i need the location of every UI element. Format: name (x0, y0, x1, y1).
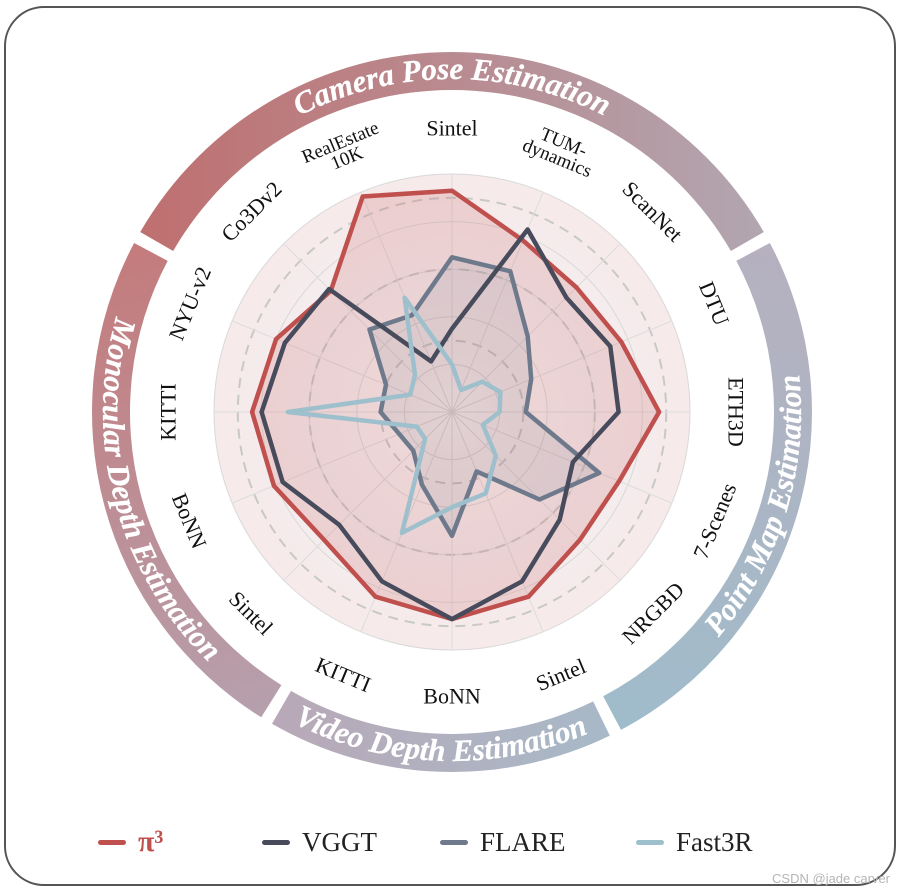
task-segment (91, 242, 282, 718)
axis-label-line: NRGBD (617, 577, 689, 649)
legend-swatch (440, 839, 468, 845)
legend-label: Fast3R (676, 826, 753, 857)
axis-label: 7-Scenes (688, 479, 741, 562)
legend-item-vggt: VGGT (262, 820, 377, 864)
axis-label-line: ETH3D (723, 377, 748, 447)
axis-label-line: KITTI (312, 652, 375, 697)
axis-label-line: NYU-v2 (164, 263, 217, 344)
legend: π³ VGGT FLARE Fast3R (0, 820, 904, 864)
axis-label: NYU-v2 (164, 263, 217, 344)
axis-label-line: Sintel (426, 116, 477, 141)
series-layer (249, 188, 662, 622)
axis-label-line: Co3Dv2 (216, 176, 286, 246)
axis-label-line: BoNN (423, 684, 481, 709)
legend-item-flare: FLARE (440, 820, 566, 864)
series-vggt (259, 227, 621, 622)
legend-swatch (636, 839, 664, 845)
task-segment (603, 242, 813, 730)
axis-label: ScanNet (617, 176, 687, 246)
task-segment (140, 52, 764, 251)
axis-label-line: KITTI (156, 383, 181, 440)
axis-label-line: BoNN (167, 489, 212, 552)
task-segment (272, 690, 610, 773)
axis-label: KITTI (312, 652, 375, 697)
axis-label: BoNN (167, 489, 212, 552)
watermark: CSDN @jade carver (772, 871, 890, 886)
series-fast3r (285, 295, 503, 536)
axis-label: Sintel (426, 116, 477, 141)
legend-label: VGGT (302, 826, 377, 857)
axis-label: KITTI (156, 383, 181, 440)
spoke (283, 243, 453, 413)
axis-label: Sintel (532, 653, 589, 696)
spoke (231, 320, 453, 413)
axis-label: BoNN (423, 684, 481, 709)
axis-label: Co3Dv2 (216, 176, 286, 246)
legend-swatch (262, 839, 290, 845)
axis-label: NRGBD (617, 577, 689, 649)
axis-label: DTU (694, 278, 734, 329)
legend-item-pi3: π³ (98, 820, 163, 864)
legend-label: π³ (138, 825, 164, 858)
axis-label-line: Sintel (532, 653, 589, 696)
axis-label-line: ScanNet (617, 176, 687, 246)
axis-label-line: Sintel (224, 586, 278, 640)
legend-item-fast3r: Fast3R (636, 820, 753, 864)
axis-label: TUM-dynamics (519, 124, 594, 182)
legend-label: FLARE (480, 826, 566, 857)
axis-label: ETH3D (723, 377, 748, 447)
legend-swatch (98, 839, 126, 845)
axis-label-line: 7-Scenes (688, 479, 741, 562)
spoke (451, 411, 673, 504)
spoke (451, 320, 673, 413)
axis-label: Sintel (224, 586, 278, 640)
axis-label-line: DTU (694, 278, 734, 329)
task-label: Monocular Depth Estimation (96, 314, 229, 668)
